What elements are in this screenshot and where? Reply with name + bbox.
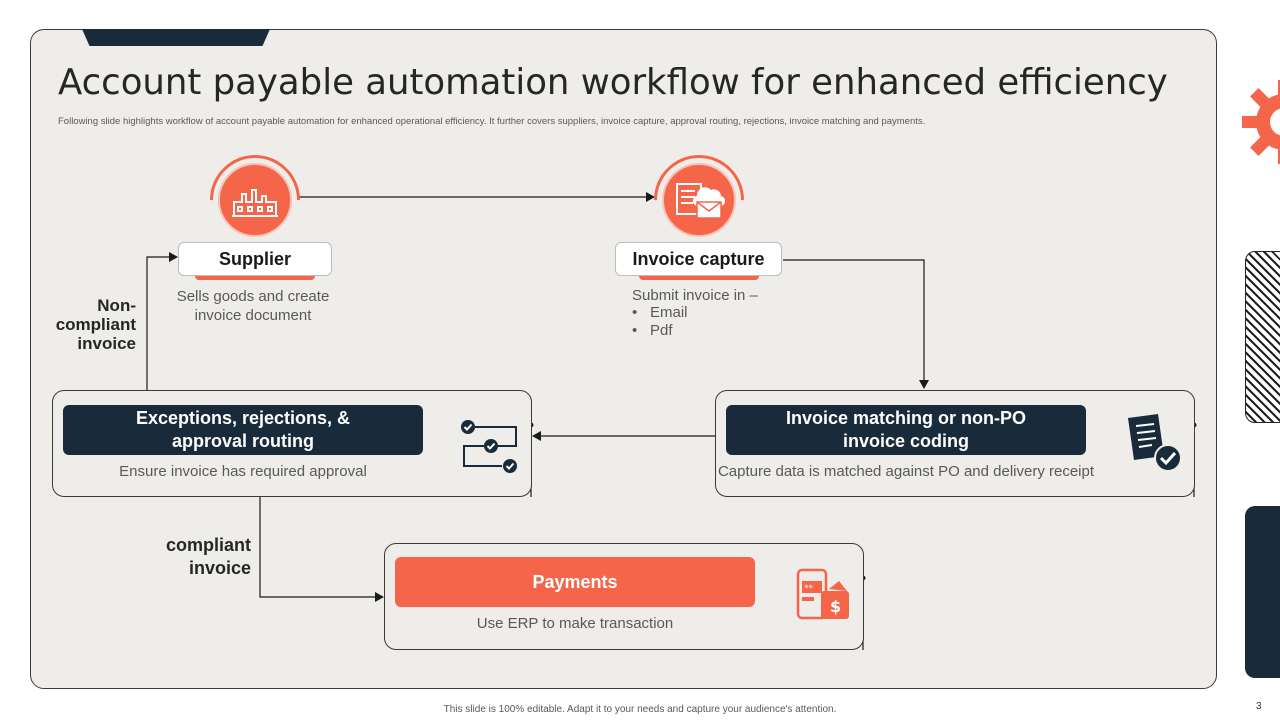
non-compliant-line1: Non- — [97, 296, 136, 315]
page-number: 3 — [1256, 701, 1262, 712]
supplier-icon-circle — [191, 136, 319, 264]
invoice-capture-bullets: Email Pdf — [632, 304, 688, 340]
non-compliant-line3: invoice — [77, 334, 136, 353]
workflow-check-icon — [461, 420, 517, 473]
matching-heading-line2: invoice coding — [842, 431, 970, 451]
invoice-capture-underline — [639, 274, 759, 280]
page-subtitle: Following slide highlights workflow of a… — [58, 116, 926, 127]
bullet-email: Email — [632, 304, 688, 322]
supplier-description-line2: invoice document — [194, 307, 312, 324]
compliant-line2: invoice — [188, 558, 251, 578]
hatched-decoration — [1245, 251, 1280, 423]
invoice-capture-label: Invoice capture — [615, 242, 782, 276]
factory-icon — [232, 189, 278, 217]
supplier-description: Sells goods and create invoice document — [150, 287, 356, 325]
payments-description: Use ERP to make transaction — [476, 615, 674, 632]
exceptions-heading-line2: approval routing — [171, 431, 314, 451]
invoice-capture-description: Submit invoice in – — [632, 287, 758, 304]
exceptions-heading: Exceptions, rejections, & approval routi… — [63, 405, 423, 455]
supplier-description-line1: Sells goods and create — [176, 288, 330, 305]
supplier-underline — [195, 274, 315, 280]
page-title: Account payable automation workflow for … — [58, 62, 1168, 103]
svg-text:$: $ — [830, 597, 841, 616]
payments-heading: Payments — [395, 557, 755, 607]
non-compliant-note: Non- compliant invoice — [40, 296, 136, 353]
header-tab-decoration — [82, 29, 270, 46]
gear-icon — [1242, 80, 1280, 164]
exceptions-description: Ensure invoice has required approval — [119, 463, 367, 480]
bullet-pdf: Pdf — [632, 322, 688, 340]
exceptions-heading-line1: Exceptions, rejections, & — [135, 408, 351, 428]
compliant-line1: compliant — [165, 535, 251, 555]
mobile-wallet-icon: ** $ — [796, 568, 849, 620]
footer-note: This slide is 100% editable. Adapt it to… — [443, 704, 837, 715]
matching-heading: Invoice matching or non-PO invoice codin… — [726, 405, 1086, 455]
invoice-capture-icon-circle — [635, 136, 763, 264]
document-check-icon — [1128, 414, 1182, 472]
navy-decoration — [1245, 506, 1280, 678]
supplier-label: Supplier — [178, 242, 332, 276]
compliant-note: compliant invoice — [140, 534, 251, 580]
non-compliant-line2: compliant — [55, 315, 136, 334]
matching-description: Capture data is matched against PO and d… — [717, 463, 1095, 480]
matching-heading-line1: Invoice matching or non-PO — [785, 408, 1027, 428]
svg-text:**: ** — [804, 584, 814, 594]
document-mail-icon — [676, 183, 725, 219]
